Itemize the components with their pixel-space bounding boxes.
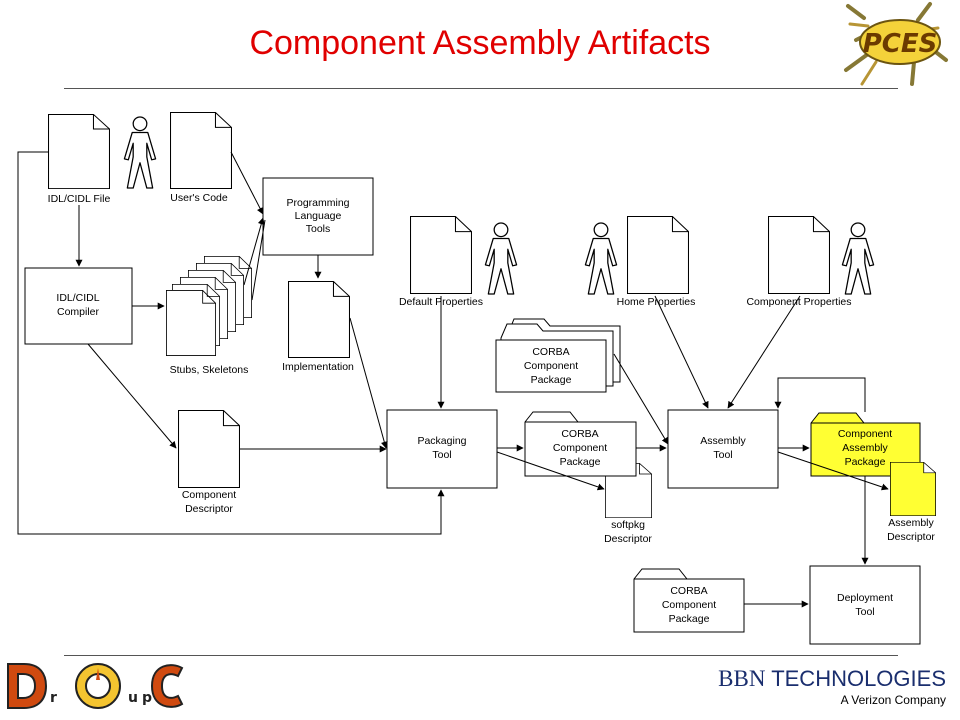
- home-props-doc: [627, 216, 689, 294]
- component-descriptor-label: Component: [182, 489, 236, 501]
- doc-group-logo: r u p: [7, 663, 184, 709]
- bbn-name: BBN: [718, 666, 766, 691]
- implementation-doc: [288, 281, 350, 358]
- compiler-box: [24, 267, 133, 345]
- person-icon: [123, 116, 157, 189]
- pl-tools-box: [262, 177, 374, 256]
- idl-file-doc: [48, 114, 110, 189]
- corba-package-label: Package: [560, 456, 601, 468]
- svg-text:r: r: [50, 690, 57, 706]
- corba-package-label: CORBA: [670, 585, 707, 597]
- corba-package-label: CORBA: [561, 428, 598, 440]
- users-code-doc: [170, 112, 232, 189]
- compiler-label: IDL/CIDL: [56, 292, 99, 304]
- component-props-doc: [768, 216, 830, 294]
- assembly-package-label: Package: [845, 456, 886, 468]
- component-props-label: Component Properties: [746, 296, 851, 308]
- corba-package: [633, 568, 745, 633]
- person-icon: [841, 222, 875, 295]
- packaging-tool-label: Tool: [432, 449, 451, 461]
- pl-tools-label: Language: [295, 210, 342, 222]
- deployment-tool-box: [809, 565, 921, 645]
- page-title: Component Assembly Artifacts: [249, 24, 711, 62]
- corba-package-label: Component: [553, 442, 607, 454]
- corba-package-label: Component: [662, 599, 716, 611]
- assembly-tool-label: Tool: [713, 449, 732, 461]
- assembly-descriptor-label: Descriptor: [887, 531, 935, 543]
- corba-package-label: Package: [531, 374, 572, 386]
- home-props-label: Home Properties: [617, 296, 696, 308]
- default-props-doc: [410, 216, 472, 294]
- assembly-tool-label: Assembly: [700, 435, 746, 447]
- bbn-tagline: A Verizon Company: [840, 693, 946, 707]
- stubs-label: Stubs, Skeletons: [170, 364, 249, 376]
- assembly-package-label: Assembly: [842, 442, 888, 454]
- bottom-divider: [64, 655, 898, 656]
- softpkg-descriptor-label: Descriptor: [604, 533, 652, 545]
- users-code-label: User's Code: [170, 192, 228, 204]
- corba-package-label: Component: [524, 360, 578, 372]
- bbn-technologies: TECHNOLOGIES: [771, 666, 946, 691]
- deployment-tool-label: Tool: [855, 606, 874, 618]
- compiler-label: Compiler: [57, 306, 100, 318]
- component-assembly-package: [810, 412, 921, 477]
- component-descriptor-doc: [178, 410, 240, 488]
- person-icon: [584, 222, 618, 295]
- person-icon: [484, 222, 518, 295]
- pl-tools-label: Tools: [306, 223, 331, 235]
- assembly-tool-box: [667, 409, 779, 489]
- assembly-package-label: Component: [838, 428, 892, 440]
- assembly-descriptor-doc: [890, 462, 936, 516]
- connectors: [17, 151, 889, 608]
- svg-text:u: u: [128, 690, 138, 706]
- svg-text:p: p: [142, 690, 152, 706]
- packaging-tool-box: [386, 409, 498, 489]
- implementation-label: Implementation: [282, 361, 354, 373]
- svg-text:PCES: PCES: [863, 29, 938, 59]
- packaging-tool-label: Packaging: [417, 435, 466, 447]
- softpkg-descriptor-label: softpkg: [611, 519, 645, 531]
- corba-package-label: CORBA: [532, 346, 569, 358]
- component-descriptor-label: Descriptor: [185, 503, 233, 515]
- pces-logo: PCES: [844, 2, 948, 86]
- idl-file-label: IDL/CIDL File: [48, 193, 111, 205]
- stubs-doc-stack: [166, 256, 252, 356]
- assembly-descriptor-label: Assembly: [888, 517, 934, 529]
- pl-tools-label: Programming: [286, 197, 349, 209]
- corba-package-label: Package: [669, 613, 710, 625]
- top-divider: [64, 88, 898, 89]
- deployment-tool-label: Deployment: [837, 592, 893, 604]
- corba-package-stack: [495, 318, 621, 393]
- corba-package: [524, 411, 637, 477]
- bbn-logo: BBN TECHNOLOGIES A Verizon Company: [718, 666, 946, 707]
